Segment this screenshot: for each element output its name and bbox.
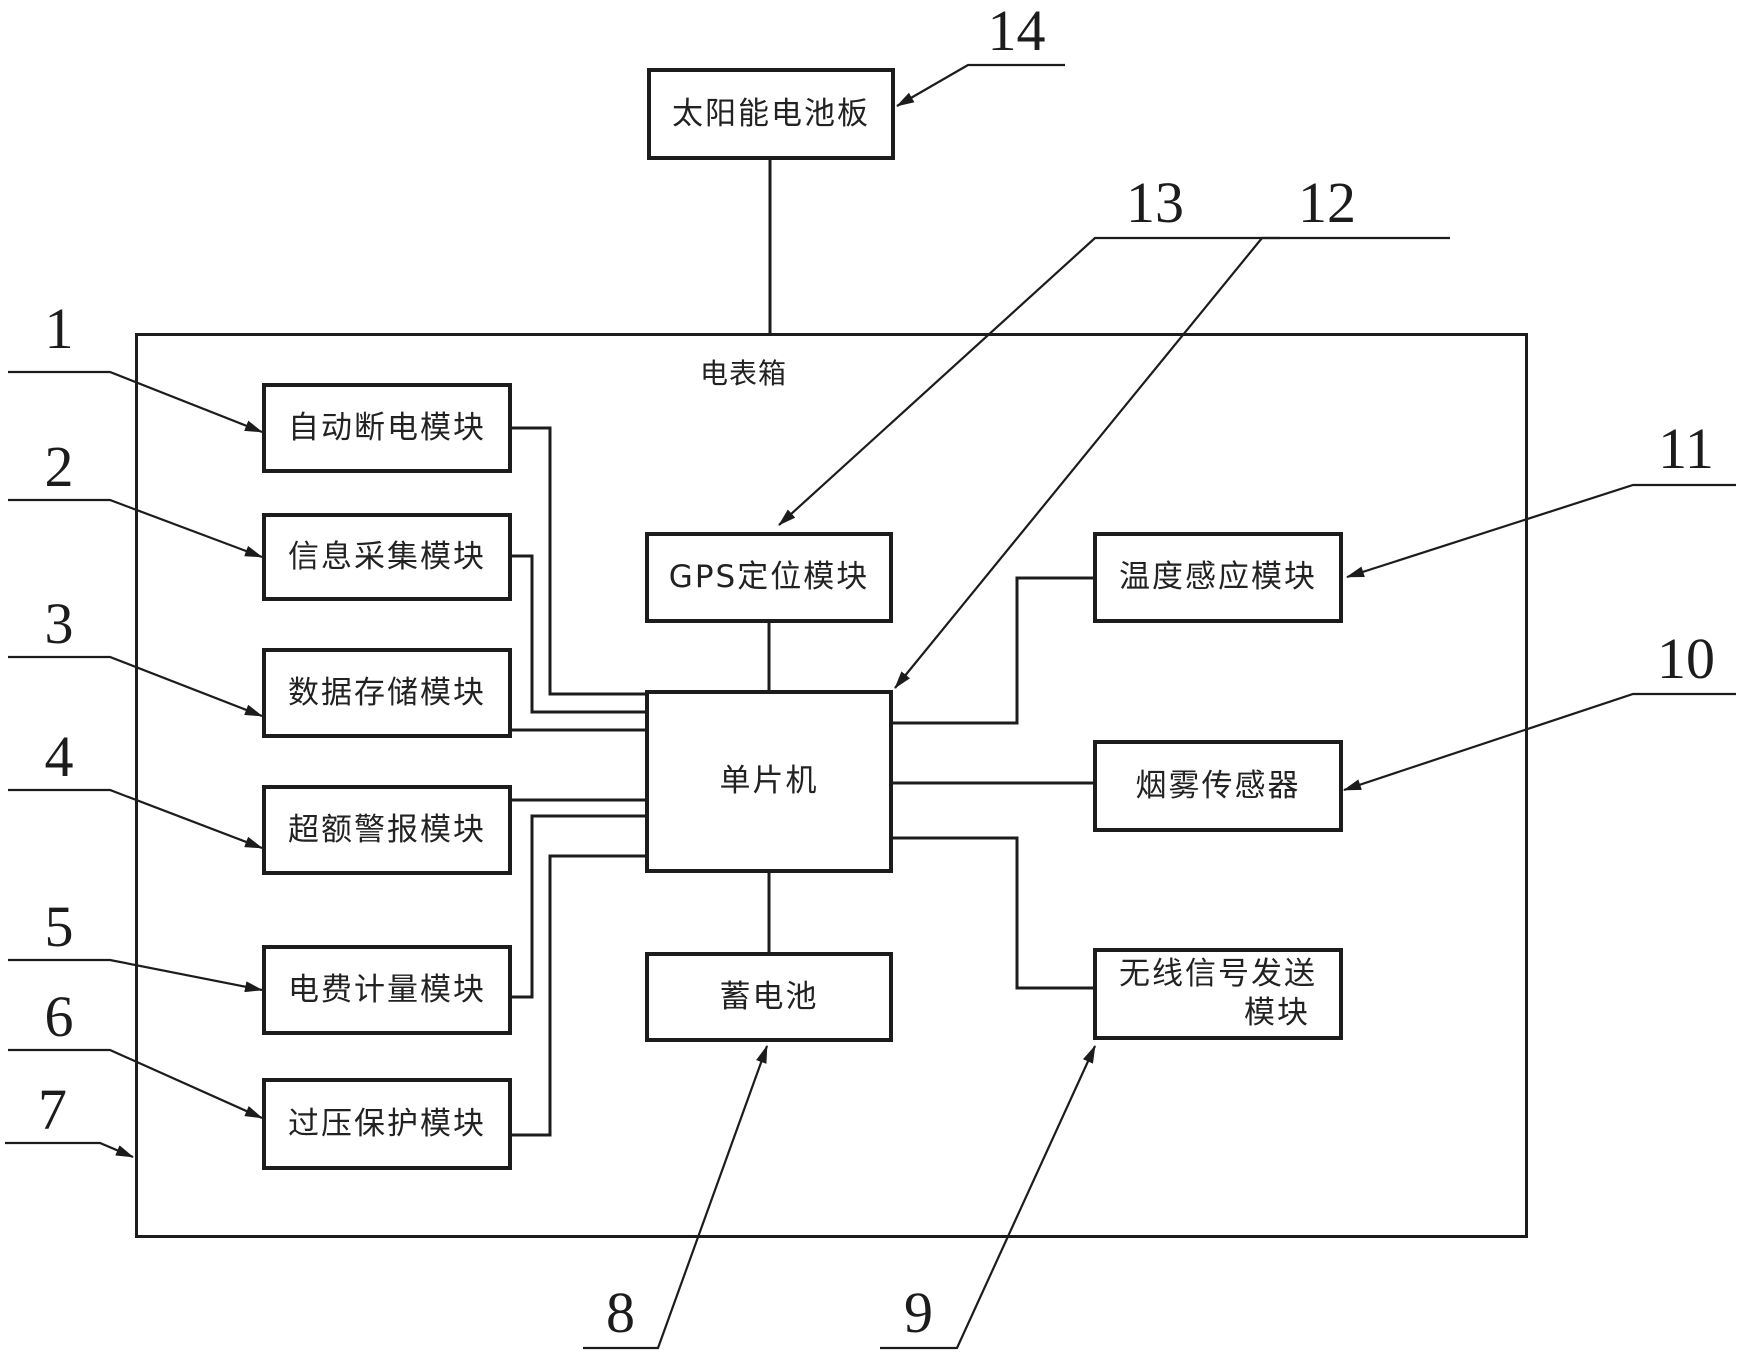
over-quota-alarm-module-box: 超额警报模块 xyxy=(262,785,512,875)
solar-panel-box: 太阳能电池板 xyxy=(647,68,895,160)
wire-infocollect-to-mcu xyxy=(512,554,645,714)
leader-14 xyxy=(896,63,1065,107)
ref-number-11: 11 xyxy=(1658,416,1714,481)
fee-metering-module-label: 电费计量模块 xyxy=(288,971,486,1008)
meter-box-label: 电表箱 xyxy=(700,357,788,390)
ref-number-6: 6 xyxy=(44,984,74,1049)
ref-number-12: 12 xyxy=(1298,170,1356,235)
wireless-transmit-label-line1: 无线信号发送 xyxy=(1119,956,1317,993)
ref-number-5: 5 xyxy=(44,894,74,959)
smoke-sensor-box: 烟雾传感器 xyxy=(1093,740,1343,832)
solar-panel-label: 太阳能电池板 xyxy=(672,95,870,132)
info-collect-module-label: 信息采集模块 xyxy=(288,538,486,575)
over-quota-alarm-module-label: 超额警报模块 xyxy=(288,811,486,848)
leader-11 xyxy=(1346,483,1736,579)
gps-module-box: GPS定位模块 xyxy=(645,532,893,623)
info-collect-module-box: 信息采集模块 xyxy=(262,513,512,601)
wireless-transmit-label-line2: 模块 xyxy=(1244,995,1310,1031)
leader-8 xyxy=(583,1045,769,1350)
leader-10 xyxy=(1343,692,1736,792)
battery-box: 蓄电池 xyxy=(645,952,893,1042)
data-storage-module-label: 数据存储模块 xyxy=(288,674,486,711)
smoke-sensor-label: 烟雾传感器 xyxy=(1135,767,1301,804)
fee-metering-module-box: 电费计量模块 xyxy=(262,945,512,1035)
wireless-transmit-module-box: 无线信号发送 模块 xyxy=(1093,948,1343,1040)
temp-sensor-module-box: 温度感应模块 xyxy=(1093,532,1343,623)
mcu-box: 单片机 xyxy=(645,690,893,873)
ref-number-10: 10 xyxy=(1657,626,1715,691)
ref-number-7: 7 xyxy=(38,1077,67,1142)
ref-number-4: 4 xyxy=(44,724,74,789)
ref-number-13: 13 xyxy=(1126,170,1184,235)
ref-number-9: 9 xyxy=(904,1280,933,1345)
overvoltage-protection-module-box: 过压保护模块 xyxy=(262,1078,512,1170)
overvoltage-protection-module-label: 过压保护模块 xyxy=(288,1105,486,1142)
auto-cutoff-module-label: 自动断电模块 xyxy=(288,409,486,446)
ref-number-1: 1 xyxy=(44,296,74,361)
mcu-label: 单片机 xyxy=(719,763,819,800)
ref-number-3: 3 xyxy=(44,591,74,656)
leader-4 xyxy=(8,788,263,850)
ref-number-14: 14 xyxy=(987,0,1046,63)
leader-13 xyxy=(778,236,1280,526)
wire-feemetering-to-mcu xyxy=(512,814,645,999)
battery-label: 蓄电池 xyxy=(719,978,819,1015)
wire-autocutoff-to-mcu xyxy=(512,426,645,696)
leader-9 xyxy=(880,1045,1097,1350)
temp-sensor-module-label: 温度感应模块 xyxy=(1119,559,1317,596)
wire-mcu-to-wireless xyxy=(893,836,1093,990)
wire-overvoltage-to-mcu xyxy=(512,854,645,1137)
reference-leaders xyxy=(5,63,1736,1350)
leader-2 xyxy=(8,498,263,559)
leader-5 xyxy=(8,958,263,993)
ref-number-8: 8 xyxy=(606,1280,635,1345)
leader-1 xyxy=(8,370,263,434)
meter-box-outline xyxy=(135,333,1528,1238)
auto-cutoff-module-box: 自动断电模块 xyxy=(262,383,512,473)
leader-3 xyxy=(8,655,263,718)
leader-6 xyxy=(8,1048,263,1120)
gps-module-label: GPS定位模块 xyxy=(668,559,870,596)
wire-mcu-to-tempsensor xyxy=(893,576,1093,725)
leader-7 xyxy=(5,1141,134,1159)
data-storage-module-box: 数据存储模块 xyxy=(262,648,512,738)
ref-number-2: 2 xyxy=(44,434,74,499)
module-connectors xyxy=(512,160,1093,1137)
